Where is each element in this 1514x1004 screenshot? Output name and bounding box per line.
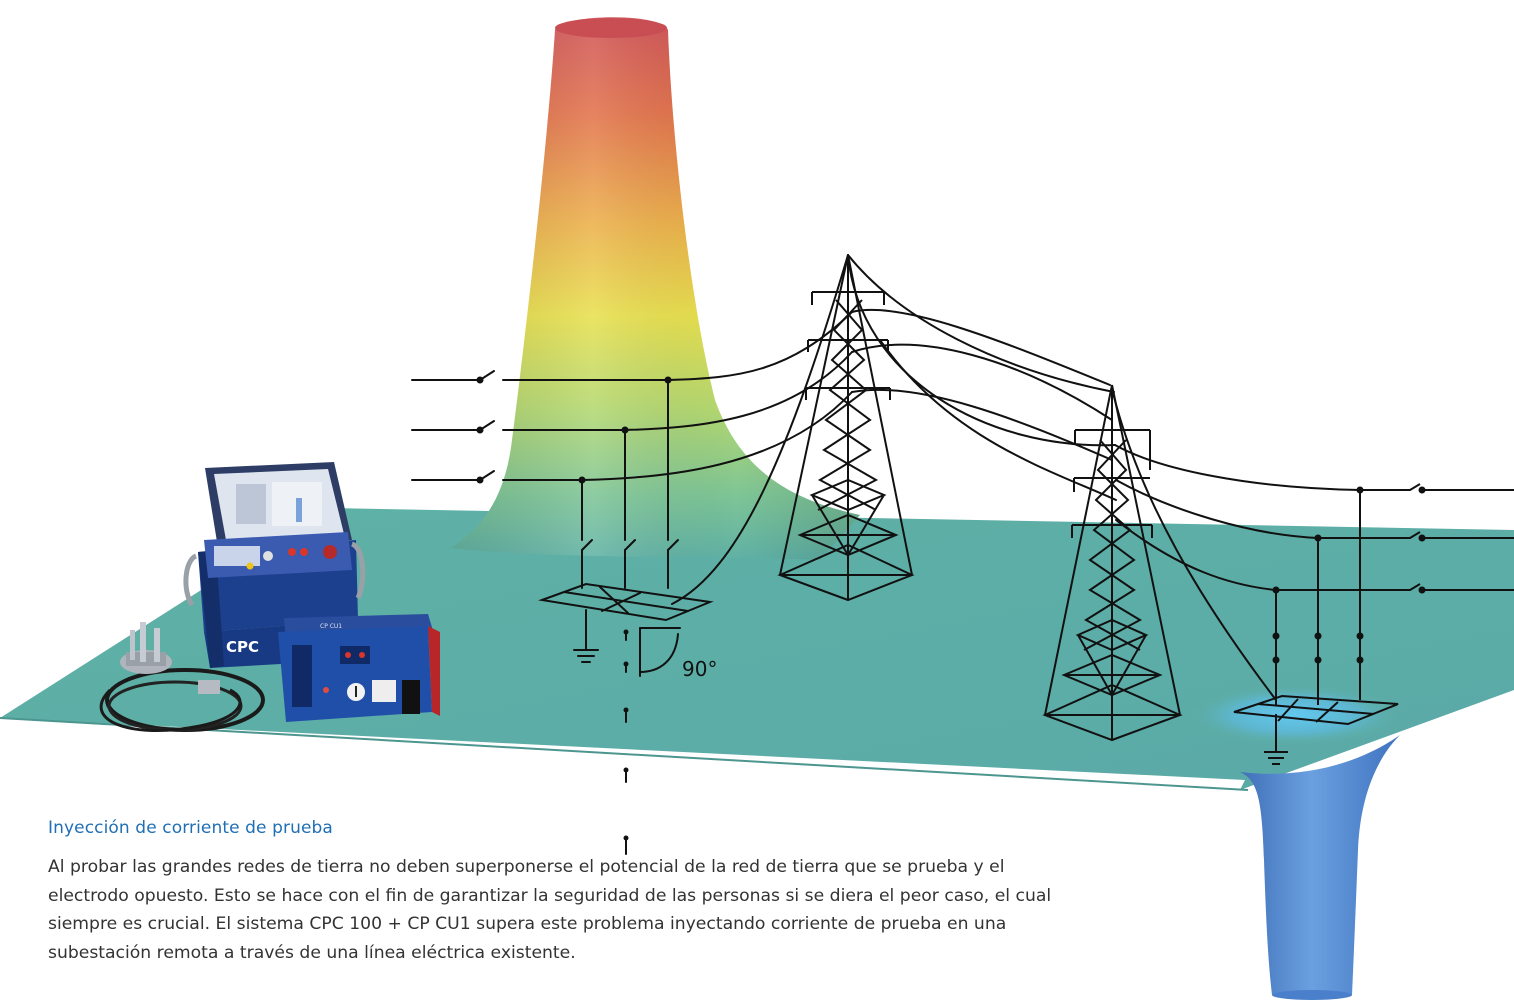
cp-cu1-unit: CP CU1 [278,614,440,722]
line-diagram [411,254,1411,855]
tower-2 [1042,384,1183,742]
cp-cu1-label: CP CU1 [320,623,342,630]
peak-top [555,18,667,38]
tower-1 [777,254,915,602]
cpc-label: CPC [226,638,259,656]
sensor-clamp [99,622,265,733]
angle-label: 90° [682,657,717,681]
remote-substation [1233,483,1514,765]
potential-well [1240,735,1400,995]
left-switches [411,370,495,481]
caption-body: Al probar las grandes redes de tierra no… [48,857,1052,963]
ground-plane [0,508,1514,790]
peak-shading [450,17,860,560]
caption-title: Inyección de corriente de prueba [48,818,333,838]
caption: Inyección de corriente de prueba Al prob… [48,818,1058,967]
well-bottom [1272,990,1352,1000]
